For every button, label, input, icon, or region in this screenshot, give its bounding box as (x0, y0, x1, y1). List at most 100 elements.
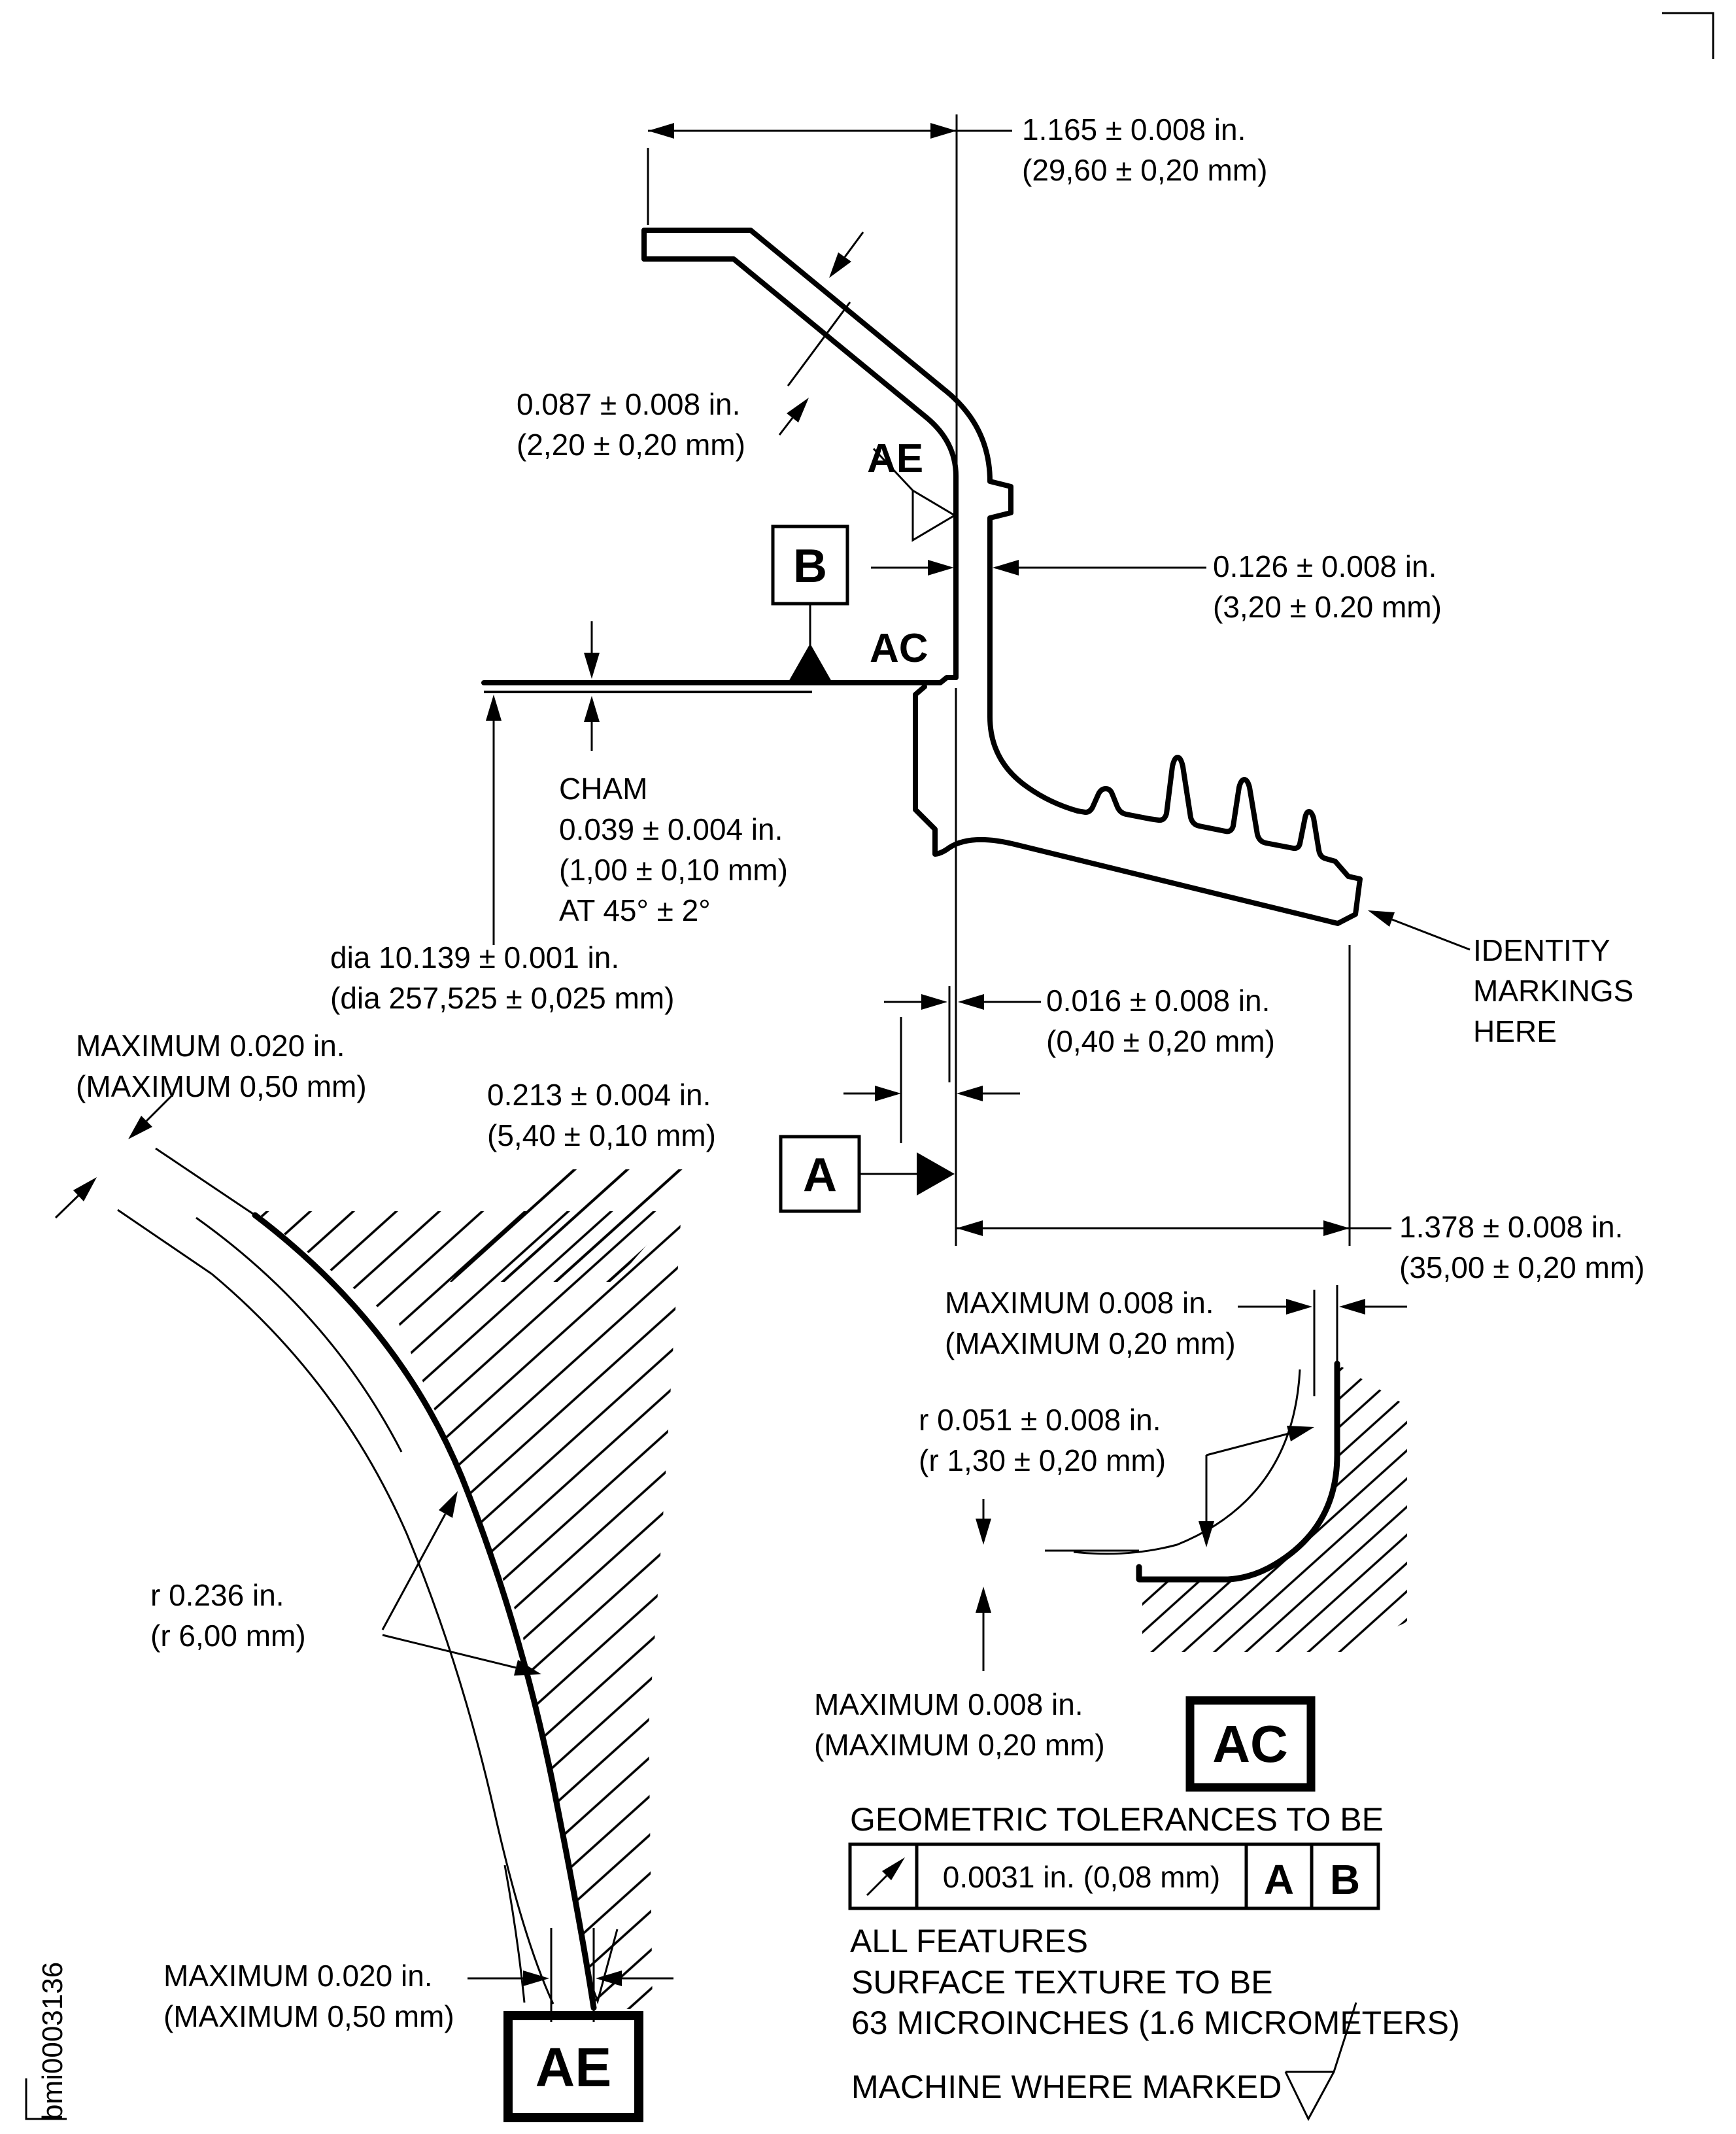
leader-r236 (381, 1513, 447, 1630)
tolerance-arc (503, 1865, 526, 2003)
dim-offset-016-in: 0.016 ± 0.008 in. (1046, 984, 1270, 1018)
leader-r051 (1206, 1432, 1289, 1456)
detail-label-ae-box (503, 2011, 643, 2122)
arrowhead-icon (958, 994, 984, 1010)
notes-block: GEOMETRIC TOLERANCES TO BE 0.0031 in. (0… (848, 1801, 1460, 2122)
dim-max020-top-in: MAXIMUM 0.020 in. (76, 1029, 345, 1063)
dim-wall-in: 0.126 ± 0.008 in. (1213, 549, 1437, 583)
doc-id-label: bmi0003136 (37, 1962, 69, 2120)
arrowhead-icon (128, 1116, 152, 1139)
page-corner-mark-top-right (1662, 12, 1714, 59)
arrowhead-icon (930, 123, 957, 139)
arrowhead-icon (514, 1660, 541, 1676)
note-surface-texture-2: 63 MICROINCHES (1.6 MICROMETERS) (851, 2005, 1460, 2041)
dim-radius-236-in: r 0.236 in. (150, 1578, 284, 1612)
dim-max008-top-in: MAXIMUM 0.008 in. (945, 1286, 1214, 1320)
note-surface-texture-1: SURFACE TEXTURE TO BE (851, 1964, 1273, 2001)
note-machine-where-marked: MACHINE WHERE MARKED (851, 2069, 1282, 2105)
detail-view-flange: MAXIMUM 0.020 in. (MAXIMUM 0,50 mm) r 0.… (54, 1029, 681, 2122)
arrowhead-icon (787, 398, 809, 422)
surface-label-ae: AE (867, 436, 923, 481)
feature-control-frame (848, 1842, 1380, 1910)
arrowhead-icon (921, 994, 947, 1010)
detail-view-fillet: MAXIMUM 0.008 in. (MAXIMUM 0,20 mm) r 0.… (814, 1285, 1407, 1792)
identity-leader (1391, 918, 1471, 951)
flange-detail-hatch (255, 1211, 681, 2009)
fcf-tolerance-value: 0.0031 in. (0,08 mm) (943, 1860, 1220, 1894)
dim-max020-bottom-mm: (MAXIMUM 0,50 mm) (163, 1999, 454, 2033)
arrowhead-icon (976, 1587, 991, 1613)
detail-label-ac: AC (1212, 1715, 1288, 1773)
arrowhead-icon (957, 1086, 983, 1101)
arrowhead-icon (875, 1086, 901, 1101)
identity-line-1: IDENTITY (1473, 933, 1610, 967)
dim-wall-mm: (3,20 ± 0.20 mm) (1213, 590, 1442, 624)
dim-max008-bottom-mm: (MAXIMUM 0,20 mm) (814, 1728, 1105, 1762)
machining-check-icon (585, 1929, 619, 2005)
identity-line-2: MARKINGS (1473, 974, 1633, 1008)
dim-fillet-radius-in: r 0.051 ± 0.008 in. (919, 1403, 1161, 1437)
dim-cham-angle: AT 45° ± 2° (559, 893, 711, 927)
dim-cham-mm: (1,00 ± 0,10 mm) (559, 853, 788, 887)
dim-flange-thickness-in: 0.087 ± 0.008 in. (517, 387, 740, 421)
dim-width-top-mm: (29,60 ± 0,20 mm) (1022, 153, 1268, 187)
leader-r236 (382, 1634, 517, 1669)
runout-symbol-arrowhead (882, 1857, 905, 1880)
dim-arrow-line (778, 417, 794, 436)
arrowhead-icon (1286, 1299, 1312, 1315)
dim-arrow-line (843, 232, 864, 258)
arrowhead-icon (523, 1971, 549, 1986)
dim-fillet-radius-mm: (r 1,30 ± 0,20 mm) (919, 1443, 1166, 1477)
part-outer-profile (641, 228, 1363, 926)
leader-087 (787, 301, 851, 387)
dim-width-top-in: 1.165 ± 0.008 in. (1022, 112, 1246, 146)
fillet-profile (1136, 1360, 1340, 1583)
detail-label-ac-box (1185, 1696, 1316, 1792)
arrowhead-icon (1323, 1220, 1350, 1236)
arrowhead-icon (596, 1971, 622, 1986)
dim-diameter-mm: (dia 257,525 ± 0,025 mm) (330, 981, 674, 1015)
machining-symbol-icon (1284, 2002, 1357, 2122)
dim-max020-bottom-in: MAXIMUM 0.020 in. (163, 1959, 433, 1993)
dim-max008-bottom-in: MAXIMUM 0.008 in. (814, 1687, 1083, 1721)
arrowhead-icon (439, 1491, 458, 1518)
identity-line-3: HERE (1473, 1014, 1557, 1048)
dim-width-bottom-in: 1.378 ± 0.008 in. (1399, 1210, 1623, 1244)
flange-curve-profile (252, 1212, 597, 2011)
main-view: 1.165 ± 0.008 in. (29,60 ± 0,20 mm) 0.08… (330, 112, 1645, 1284)
note-geometric-tolerances: GEOMETRIC TOLERANCES TO BE (850, 1801, 1384, 1838)
arrowhead-icon (584, 696, 600, 722)
arrowhead-icon (1199, 1521, 1214, 1547)
dim-arrow-line (54, 1194, 80, 1219)
dim-max008-top-mm: (MAXIMUM 0,20 mm) (945, 1326, 1236, 1360)
fcf-datum-b: B (1330, 1856, 1360, 1903)
arrowhead-icon (584, 653, 600, 679)
machining-symbol-tail (872, 447, 914, 492)
dim-diameter-in: dia 10.139 ± 0.001 in. (330, 940, 619, 974)
surface-label-ac: AC (870, 626, 928, 671)
fillet-detail-hatch (1142, 1366, 1407, 1652)
sheet-surface-line (117, 1209, 213, 1275)
datum-triangle-icon (917, 1152, 955, 1196)
sheet-surface-line (155, 1147, 256, 1216)
arrowhead-icon (1368, 910, 1395, 927)
datum-triangle-icon (789, 644, 832, 681)
note-all-features: ALL FEATURES (850, 1923, 1088, 1959)
fcf-datum-a: A (1264, 1856, 1294, 1903)
arrowhead-icon (486, 695, 502, 721)
arrowhead-icon (993, 560, 1019, 576)
datum-a-letter: A (803, 1149, 837, 1201)
dim-step-213-mm: (5,40 ± 0,10 mm) (487, 1118, 716, 1152)
dim-flange-thickness-mm: (2,20 ± 0,20 mm) (517, 428, 745, 462)
flange-curve-outer (211, 1273, 554, 2005)
arrowhead-icon (928, 560, 954, 576)
dim-width-bottom-mm: (35,00 ± 0,20 mm) (1399, 1250, 1645, 1284)
dim-offset-016-mm: (0,40 ± 0,20 mm) (1046, 1024, 1275, 1058)
arrowhead-icon (73, 1177, 97, 1201)
dim-radius-236-mm: (r 6,00 mm) (150, 1619, 306, 1653)
arrowhead-icon (976, 1519, 991, 1545)
runout-symbol-icon (866, 1874, 888, 1897)
arrowhead-icon (957, 1220, 983, 1236)
